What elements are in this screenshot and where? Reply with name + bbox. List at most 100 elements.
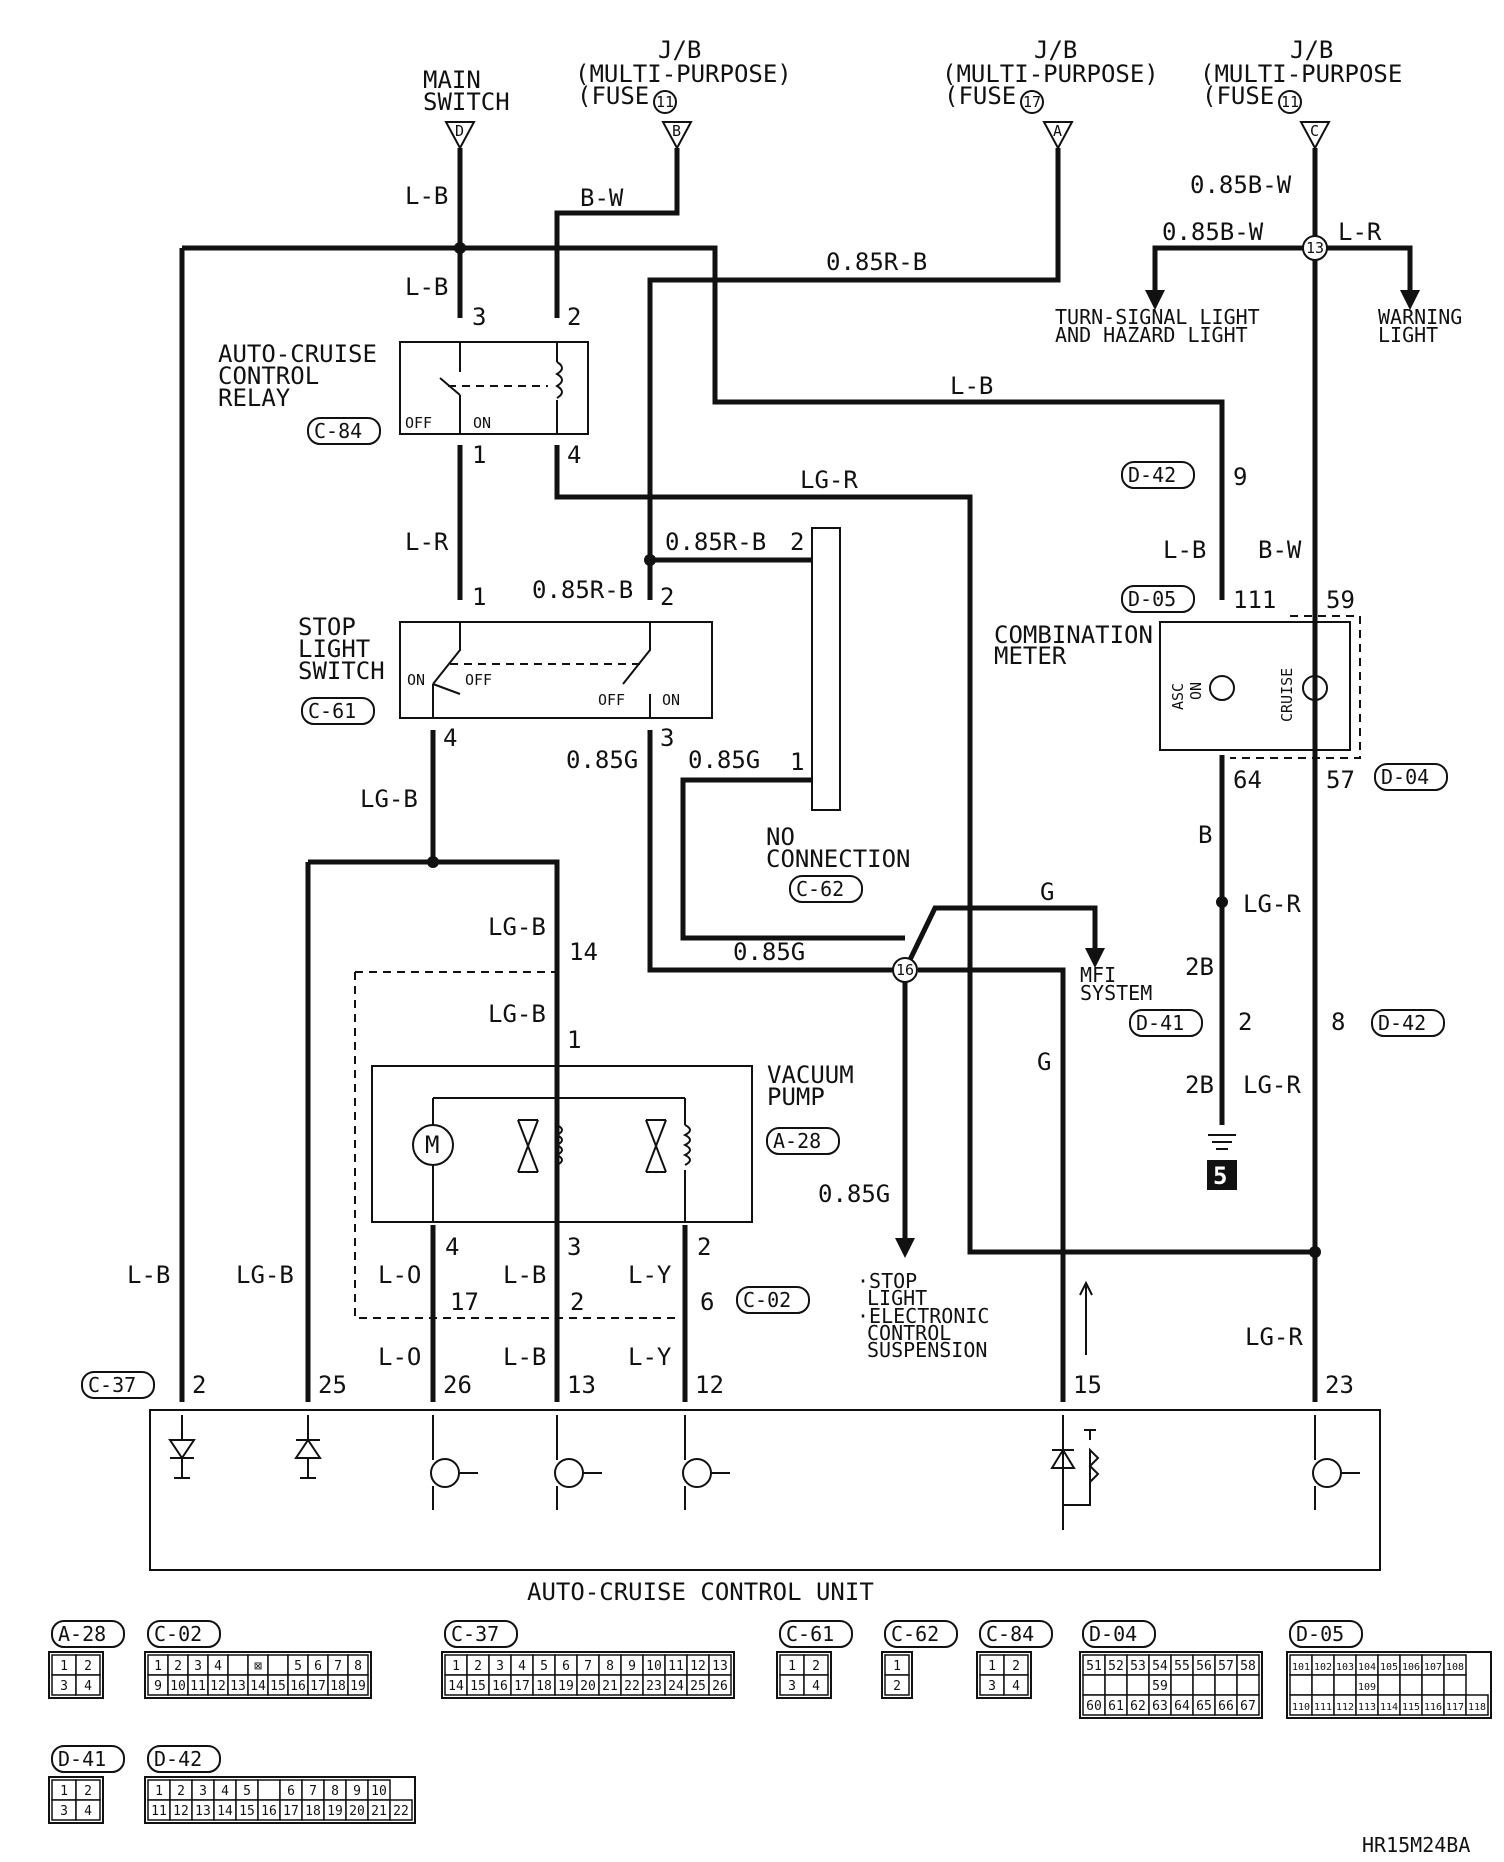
- pin-number: 111: [1233, 586, 1276, 614]
- wire-label: L-B: [1163, 536, 1206, 564]
- legend-pin-number: 7: [334, 1659, 342, 1674]
- output-label: CONTROL: [867, 1321, 951, 1345]
- legend-pin-number: 9: [353, 1784, 361, 1799]
- legend-pin-number: 8: [606, 1659, 614, 1674]
- wire-label: 0.85G: [566, 746, 638, 774]
- legend-pin-number: 13: [195, 1804, 211, 1819]
- pump-internal-wiring: [432, 1097, 686, 1222]
- jb-label: (MULTI-PURPOSE: [1200, 60, 1402, 88]
- relay-contact: [439, 342, 461, 434]
- legend-connector-id: C-37: [451, 1622, 499, 1646]
- connector-badge: [1121, 585, 1195, 613]
- control-unit-title: AUTO-CRUISE CONTROL UNIT: [527, 1578, 874, 1606]
- legend-pin-cell: [1465, 1694, 1489, 1716]
- ground-icon: [1208, 1134, 1236, 1150]
- connector-badge: [766, 1127, 840, 1155]
- legend-pin-number: 5: [243, 1784, 251, 1799]
- legend-connector-frame: [144, 1776, 416, 1824]
- wire-bw: [554, 148, 680, 318]
- legend-pin-number: 66: [1218, 1699, 1234, 1714]
- fuse-number: 17: [1023, 93, 1041, 111]
- transistor-icon: [1312, 1458, 1342, 1488]
- legend-pin-number: 111: [1314, 1702, 1332, 1713]
- legend-connector-id: C-02: [154, 1622, 202, 1646]
- legend-pin-number: 2: [812, 1659, 820, 1674]
- legend-pin-number: 57: [1218, 1659, 1234, 1674]
- legend-pin-number: 16: [492, 1679, 508, 1694]
- legend-pin-number: 1: [154, 1659, 162, 1674]
- pin-number: 2: [697, 1233, 711, 1261]
- fuse-number-circle: [653, 90, 677, 114]
- stop-light-switch: STOP LIGHT SWITCH C-61 ON OFF OFF ON 1 2…: [298, 583, 713, 752]
- pin-number: 8: [1331, 1008, 1345, 1036]
- meter-dashed: [1230, 615, 1361, 759]
- connector-badge: [1371, 1009, 1445, 1037]
- wire-lr-warn: [1315, 245, 1413, 295]
- legend-connector-frame: [976, 1651, 1032, 1699]
- legend-pin-number: 16: [261, 1804, 277, 1819]
- warning-light-label: WARNING: [1378, 305, 1462, 329]
- relay-coil: [555, 361, 563, 399]
- wire-label: L-Y: [628, 1261, 672, 1289]
- wire-label: 0.85R-B: [826, 248, 927, 276]
- legend-pin-cell: [1236, 1694, 1260, 1716]
- splice-dot: [1216, 896, 1228, 908]
- splice-dot: [644, 554, 656, 566]
- legend-pin-number: 9: [628, 1659, 636, 1674]
- legend-pin-number: 4: [1012, 1679, 1020, 1694]
- diode-icon: [168, 1415, 196, 1479]
- legend-pin-number: 2: [177, 1784, 185, 1799]
- nc-label: NO: [766, 823, 795, 851]
- mfi-label: MFI: [1080, 963, 1116, 987]
- legend-pin-number: 1: [60, 1659, 68, 1674]
- legend-connector-id: C-62: [891, 1622, 939, 1646]
- sensor-input-icon: [1050, 1415, 1100, 1530]
- legend-pin-number: 15: [270, 1679, 286, 1694]
- legend-pin-cell: [803, 1674, 829, 1696]
- legend-pin-number: 2: [1012, 1659, 1020, 1674]
- pin-number: 1: [472, 583, 486, 611]
- meter-label: METER: [994, 642, 1067, 670]
- pin-number: 4: [443, 724, 457, 752]
- wire-label: L-O: [378, 1343, 421, 1371]
- wire-label: LG-R: [1245, 1323, 1303, 1351]
- legend-pin-number: 3: [194, 1659, 202, 1674]
- wire-label: G: [1037, 1048, 1051, 1076]
- terminal-triangle: [1042, 121, 1074, 151]
- output-label: ·STOP: [857, 1269, 917, 1293]
- main-switch-source: MAIN SWITCH D: [423, 66, 510, 151]
- legend-pin-number: 4: [518, 1659, 526, 1674]
- connector-badge: [789, 875, 863, 903]
- legend-connector-id: D-04: [1089, 1622, 1137, 1646]
- arrow-turn-signal: [1145, 290, 1165, 310]
- wire-label: L-R: [1338, 218, 1382, 246]
- legend-pin-number: 113: [1358, 1702, 1376, 1713]
- legend-badge: [779, 1620, 853, 1648]
- legend-pin-cell: [267, 1654, 289, 1676]
- ground-number: 5: [1213, 1162, 1227, 1190]
- switch-label: LIGHT: [298, 635, 370, 663]
- relay-on-label: ON: [473, 414, 491, 432]
- pin-number: 9: [1233, 463, 1247, 491]
- terminal-triangle: [661, 121, 693, 151]
- pin-number: 2: [1238, 1008, 1252, 1036]
- legend-pin-cell: [1192, 1674, 1216, 1696]
- pin-number: 1: [790, 748, 804, 776]
- wire-label: L-B: [950, 372, 993, 400]
- legend-connector-frame: [48, 1651, 104, 1699]
- turn-signal-label: TURN-SIGNAL LIGHT: [1055, 305, 1260, 329]
- legend-pin-number: 14: [217, 1804, 233, 1819]
- switch-on-label: ON: [407, 671, 425, 689]
- legend-pin-number: 19: [558, 1679, 574, 1694]
- legend-pin-cell: [1333, 1674, 1357, 1696]
- diode-icon: [294, 1415, 322, 1479]
- connector-id: D-04: [1381, 765, 1429, 789]
- wire-r085: [647, 148, 1061, 600]
- legend-pin-number: 19: [350, 1679, 366, 1694]
- switch-label: SWITCH: [298, 657, 385, 685]
- connector-badge: [81, 1371, 155, 1399]
- connector-badge: [307, 417, 381, 445]
- pin-number: 3: [472, 303, 486, 331]
- pin-number: 4: [445, 1233, 459, 1261]
- legend-pin-number: 2: [893, 1679, 901, 1694]
